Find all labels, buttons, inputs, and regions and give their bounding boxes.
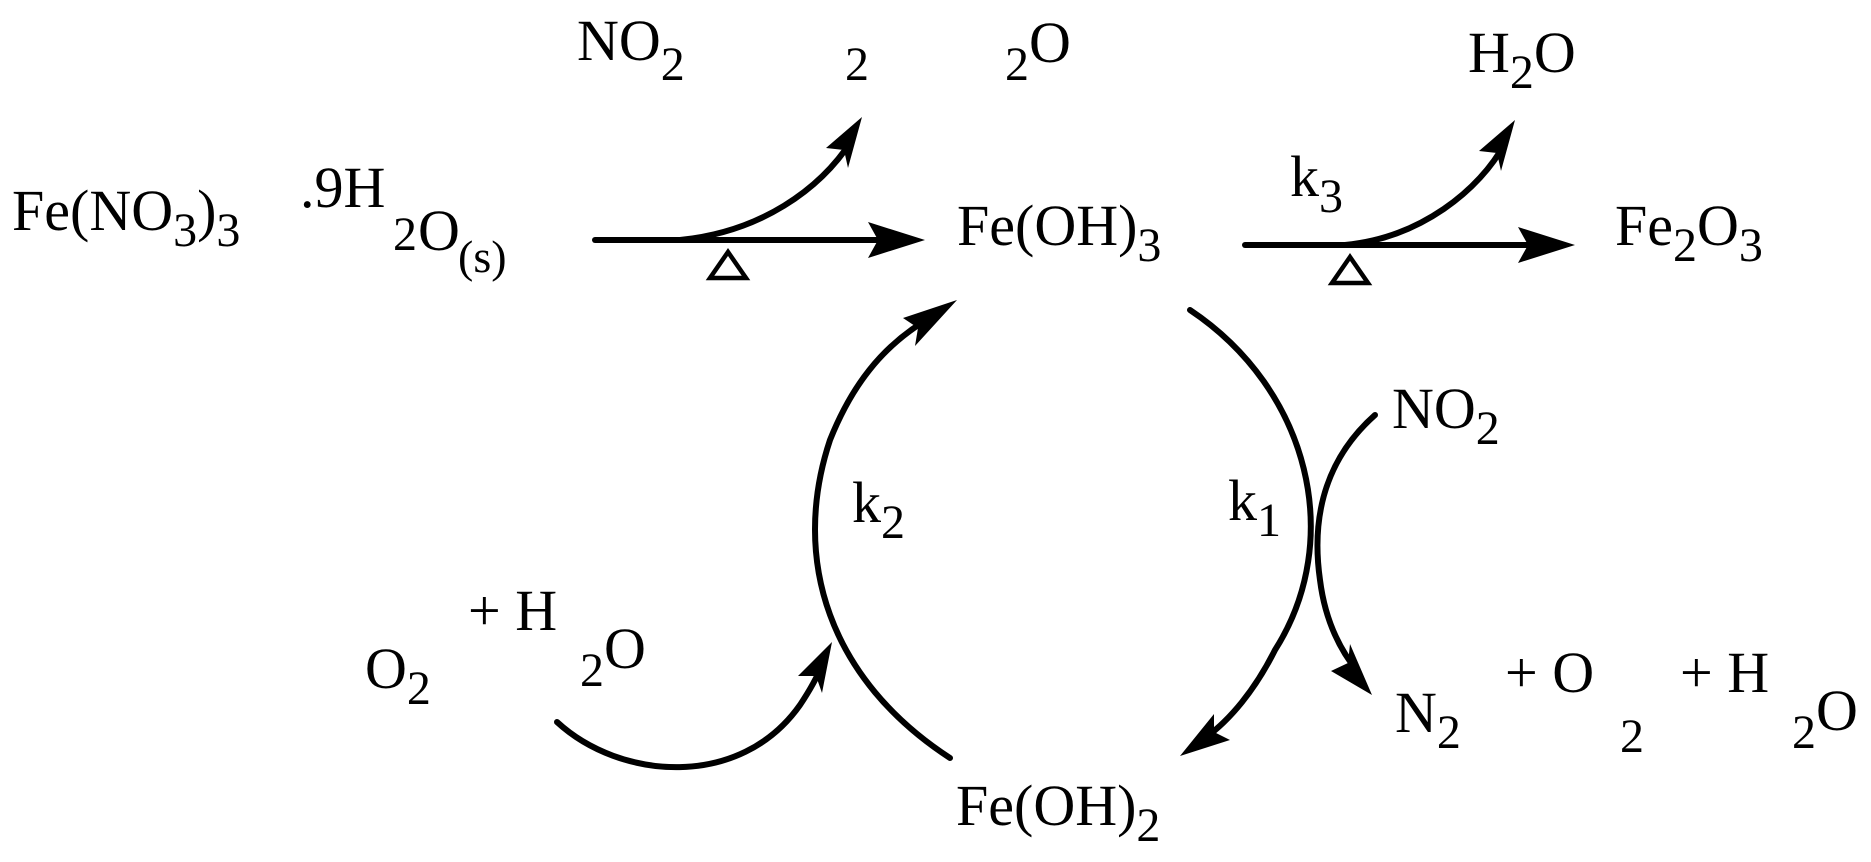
reactant-state-label: (s) bbox=[458, 231, 507, 282]
right-plus-o-label: + O bbox=[1505, 640, 1594, 705]
ferrous-hydroxide-label: Fe(OH)2 bbox=[956, 773, 1160, 852]
rate-constant-k2: k2 bbox=[852, 470, 905, 549]
rate-constant-k3: k3 bbox=[1290, 144, 1343, 223]
right-no2-label: NO2 bbox=[1392, 376, 1500, 455]
top-fragment-2: 2 bbox=[845, 38, 869, 91]
top-water-label: H2O bbox=[1468, 20, 1576, 99]
left-2o-label: 2O bbox=[580, 616, 646, 697]
gas-release-arrow-left bbox=[677, 117, 862, 243]
right-n2-label: N2 bbox=[1395, 680, 1461, 759]
left-plus-h-label: + H bbox=[468, 578, 557, 643]
reactant-hydrate-tail: O bbox=[418, 198, 460, 263]
reactant-label: Fe(NO3)3 bbox=[12, 178, 240, 257]
hematite-label: Fe2O3 bbox=[1615, 193, 1763, 272]
decomposition-arrow bbox=[592, 222, 925, 258]
reactant-hydrate-label: .9H bbox=[300, 155, 385, 220]
right-2o-label: 2O bbox=[1792, 678, 1858, 759]
right-plus-h-label: + H bbox=[1680, 640, 1769, 705]
ferric-hydroxide-label: Fe(OH)3 bbox=[957, 193, 1161, 272]
heat-delta-mark-right bbox=[1327, 253, 1373, 286]
no2-feed-arrow bbox=[1314, 412, 1378, 695]
oxygen-feed-arrow bbox=[554, 642, 832, 771]
reduction-arc bbox=[1180, 307, 1314, 756]
reactant-hydrate-sub: 2 bbox=[393, 208, 417, 261]
rate-constant-k1: k1 bbox=[1228, 468, 1281, 547]
heat-delta-mark-left bbox=[705, 248, 751, 281]
water-release-arrow bbox=[1342, 120, 1515, 248]
top-no2-label: NO2 bbox=[577, 8, 685, 91]
right-o-sub-label: 2 bbox=[1620, 710, 1644, 763]
dehydration-arrow bbox=[1242, 227, 1575, 263]
top-fragment-2o: 2O bbox=[1005, 10, 1071, 91]
oxidation-arc bbox=[812, 300, 957, 761]
left-o2-label: O2 bbox=[365, 636, 431, 715]
